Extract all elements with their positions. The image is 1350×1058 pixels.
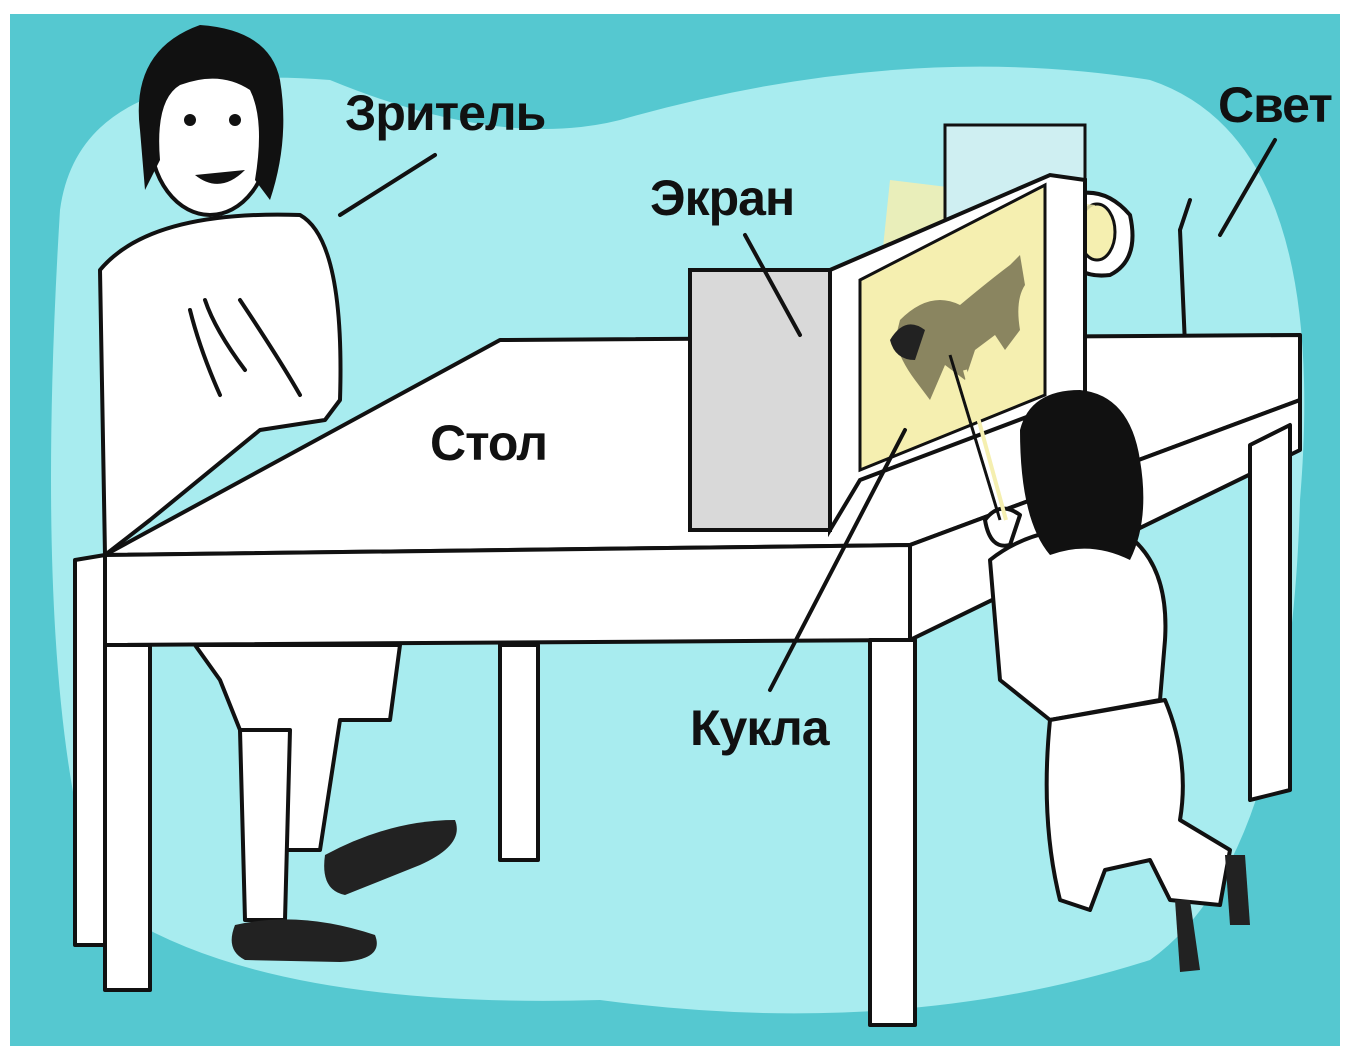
- label-light: Свет: [1218, 77, 1332, 133]
- label-screen: Экран: [650, 170, 794, 226]
- label-puppet: Кукла: [690, 700, 831, 756]
- label-viewer: Зритель: [345, 85, 545, 141]
- label-table: Стол: [430, 415, 547, 471]
